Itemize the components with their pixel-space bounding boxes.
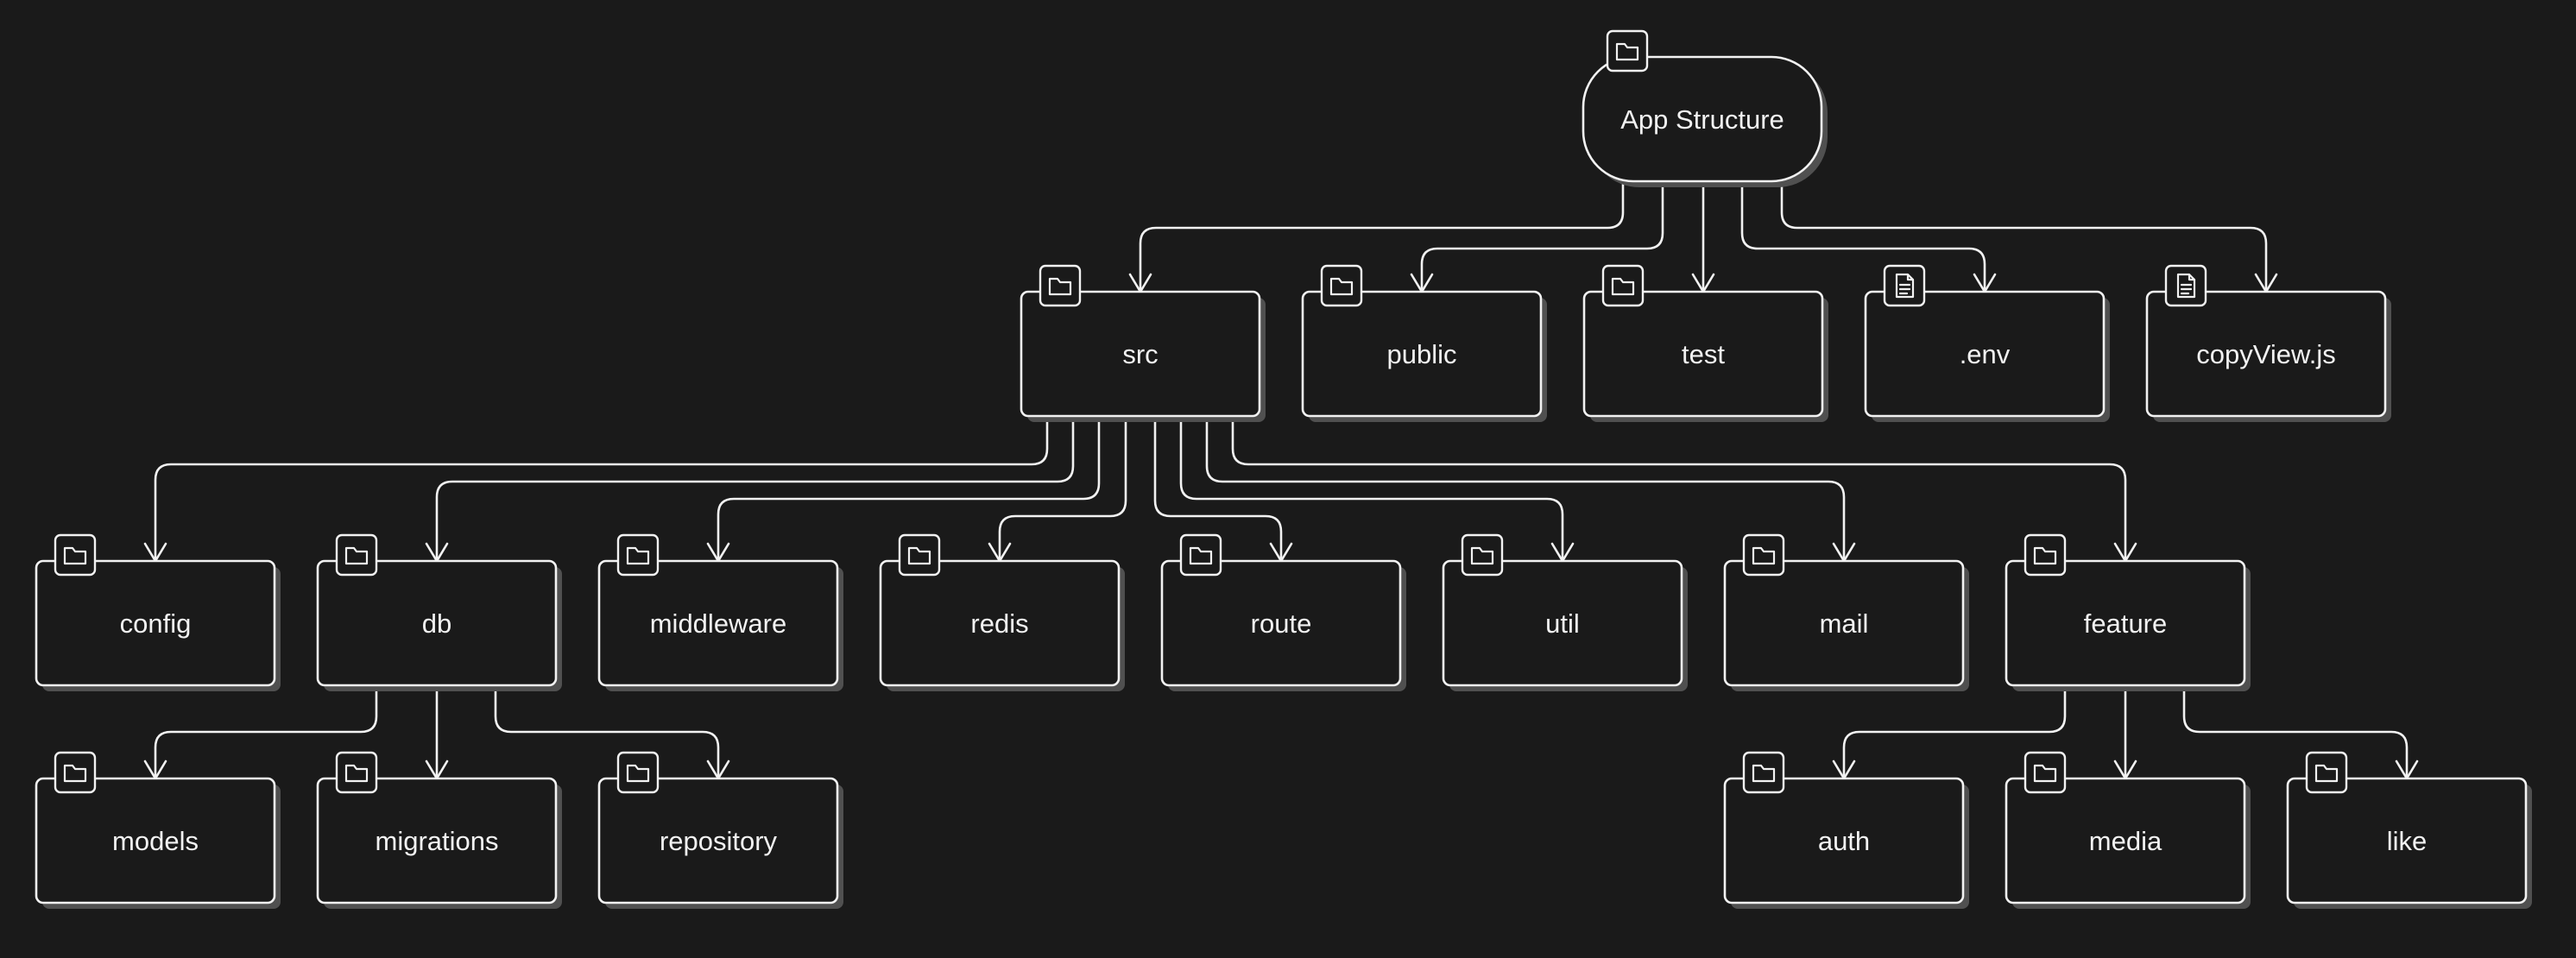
node-media[interactable]: media — [2005, 751, 2251, 909]
file-icon — [2164, 264, 2207, 307]
node-box — [879, 559, 1121, 687]
node-box — [316, 777, 558, 904]
node-redis[interactable]: redis — [879, 533, 1125, 691]
node-util[interactable]: util — [1442, 533, 1688, 691]
folder-icon — [54, 751, 97, 794]
folder-icon — [2305, 751, 2348, 794]
nodes-layer: App Structure src public test .env copyView.j… — [35, 29, 2532, 909]
folder-icon — [1461, 533, 1504, 577]
node-auth[interactable]: auth — [1723, 751, 1969, 909]
node-repository[interactable]: repository — [597, 751, 843, 909]
file-icon — [1883, 264, 1926, 307]
node-box — [1301, 290, 1543, 418]
node-copyview[interactable]: copyView.js — [2145, 264, 2391, 422]
node-src[interactable]: src — [1020, 264, 1266, 422]
node-config[interactable]: config — [35, 533, 281, 691]
node-box — [1864, 290, 2106, 418]
folder-icon — [335, 533, 378, 577]
folder-icon — [1601, 264, 1645, 307]
node-box — [1020, 290, 1261, 418]
node-label: route — [1251, 608, 1312, 639]
node-box — [2145, 290, 2387, 418]
folder-icon — [1179, 533, 1222, 577]
node-box — [1160, 559, 1402, 687]
node-box — [1582, 290, 1824, 418]
node-public[interactable]: public — [1301, 264, 1547, 422]
node-label: middleware — [650, 608, 787, 639]
node-label: .env — [1960, 339, 2011, 369]
node-label: models — [112, 826, 199, 856]
node-box — [1723, 559, 1965, 687]
node-feature[interactable]: feature — [2005, 533, 2251, 691]
node-box — [1723, 777, 1965, 904]
folder-icon — [2024, 751, 2067, 794]
node-label: App Structure — [1620, 104, 1784, 135]
node-label: repository — [660, 826, 778, 856]
node-label: auth — [1818, 826, 1870, 856]
node-box — [2286, 777, 2528, 904]
node-mail[interactable]: mail — [1723, 533, 1969, 691]
node-route[interactable]: route — [1160, 533, 1406, 691]
folder-icon — [616, 533, 660, 577]
folder-icon — [1606, 29, 1649, 72]
folder-icon — [1742, 751, 1785, 794]
node-migrations[interactable]: migrations — [316, 751, 562, 909]
node-label: src — [1122, 339, 1158, 369]
node-label: public — [1387, 339, 1457, 369]
folder-icon — [335, 751, 378, 794]
node-models[interactable]: models — [35, 751, 281, 909]
node-box — [2005, 559, 2246, 687]
node-box — [1582, 55, 1823, 183]
folder-icon — [898, 533, 941, 577]
node-label: redis — [970, 608, 1028, 639]
node-label: mail — [1820, 608, 1869, 639]
folder-icon — [54, 533, 97, 577]
node-label: db — [422, 608, 451, 639]
node-label: media — [2089, 826, 2162, 856]
node-env[interactable]: .env — [1864, 264, 2110, 422]
node-box — [597, 559, 839, 687]
node-box — [2005, 777, 2246, 904]
node-box — [597, 777, 839, 904]
node-label: feature — [2084, 608, 2168, 639]
folder-icon — [1320, 264, 1363, 307]
folder-icon — [1039, 264, 1082, 307]
node-db[interactable]: db — [316, 533, 562, 691]
node-root[interactable]: App Structure — [1582, 29, 1828, 187]
folder-icon — [616, 751, 660, 794]
node-test[interactable]: test — [1582, 264, 1828, 422]
folder-icon — [1742, 533, 1785, 577]
node-label: config — [120, 608, 192, 639]
folder-icon — [2024, 533, 2067, 577]
node-box — [316, 559, 558, 687]
node-middleware[interactable]: middleware — [597, 533, 843, 691]
node-label: util — [1545, 608, 1580, 639]
node-label: like — [2387, 826, 2428, 856]
node-box — [35, 777, 276, 904]
node-label: test — [1682, 339, 1725, 369]
node-box — [1442, 559, 1683, 687]
node-like[interactable]: like — [2286, 751, 2532, 909]
node-label: copyView.js — [2196, 339, 2335, 369]
node-box — [35, 559, 276, 687]
node-label: migrations — [376, 826, 499, 856]
